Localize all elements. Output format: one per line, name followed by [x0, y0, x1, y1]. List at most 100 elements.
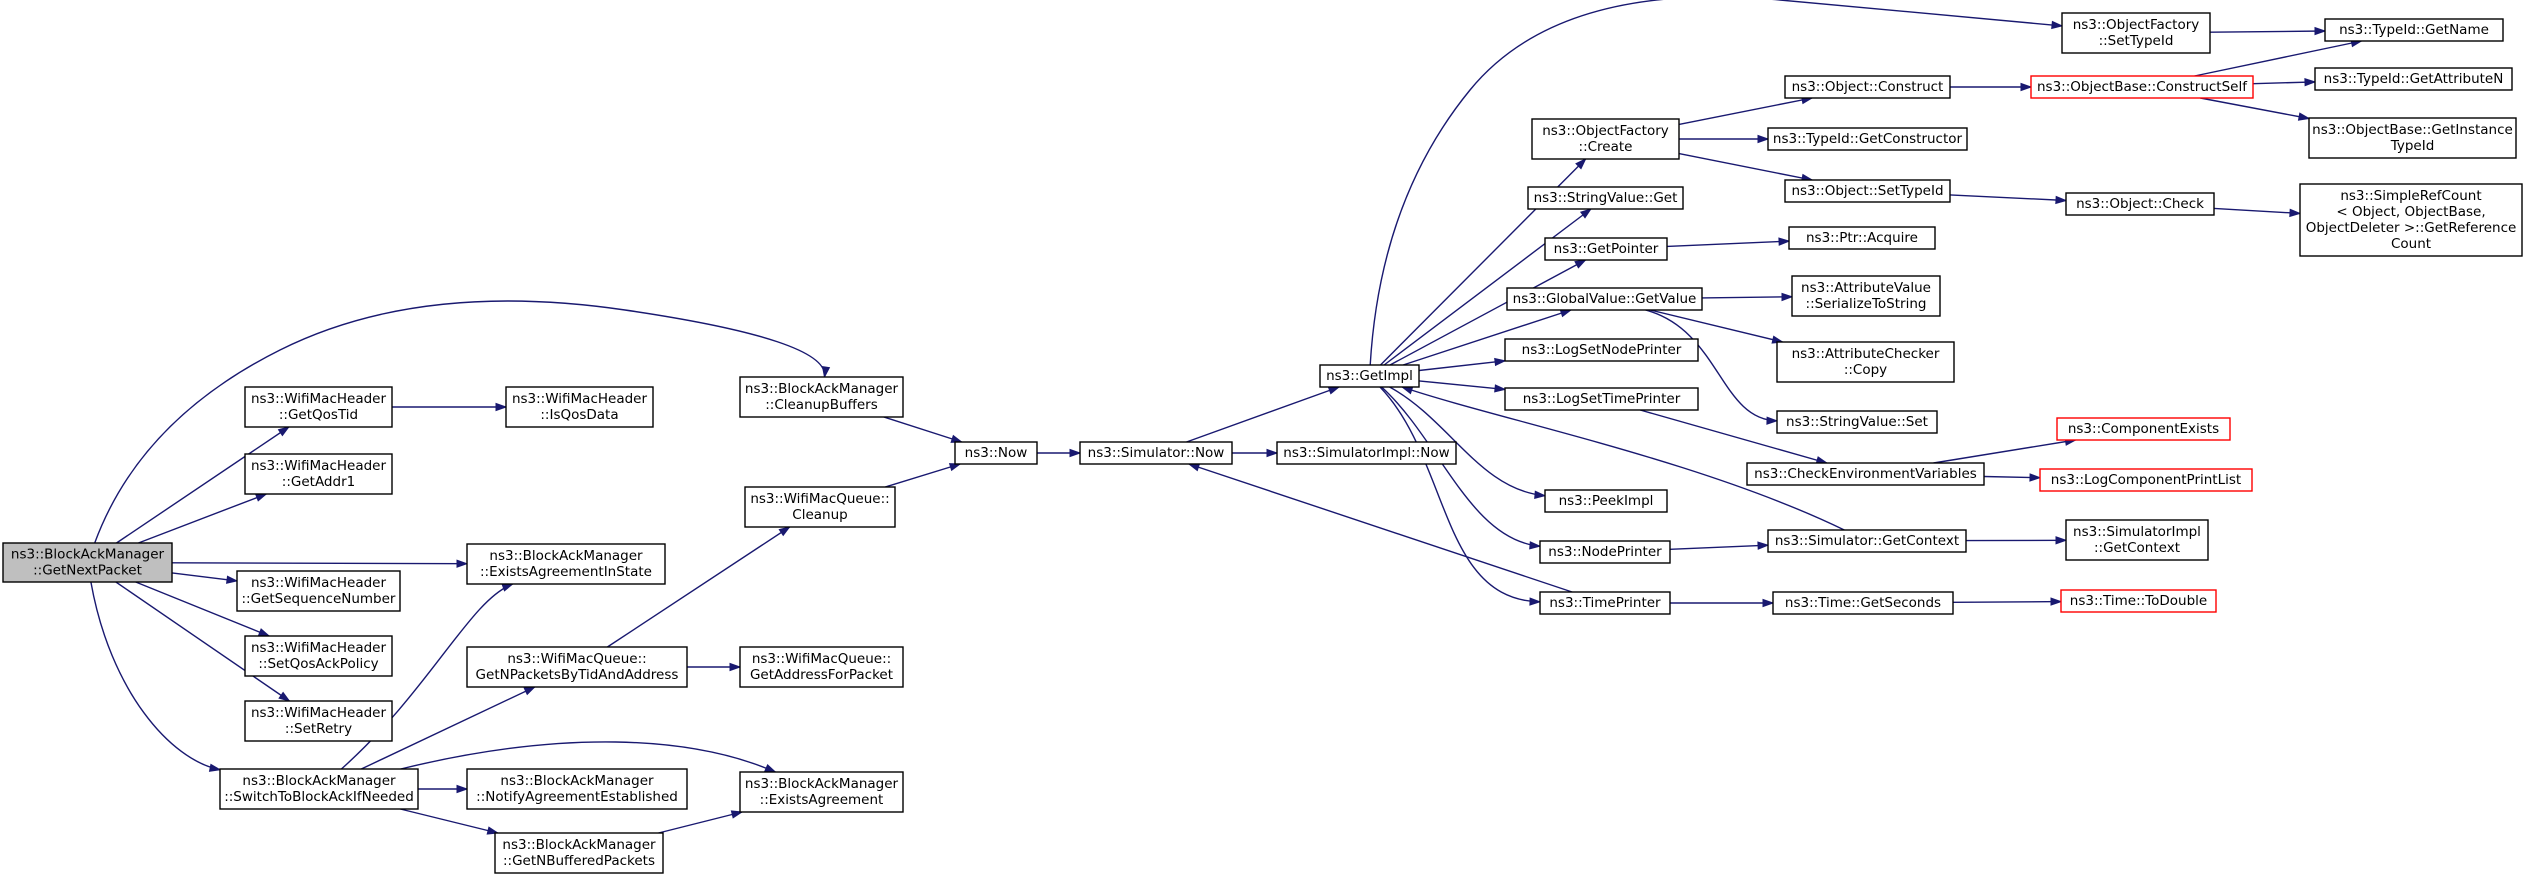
- node-checkercopy[interactable]: ns3::AttributeChecker::Copy: [1776, 341, 1955, 383]
- edge-arrowhead: [1781, 292, 1794, 302]
- node-typeidgetname[interactable]: ns3::TypeId::GetName: [2324, 18, 2504, 42]
- node-box: [954, 441, 1038, 465]
- edge-cleanupbuffers-to-now: [883, 416, 964, 443]
- node-peekimpl[interactable]: ns3::PeekImpl: [1544, 489, 1668, 513]
- edge-line: [1649, 309, 1783, 343]
- edge-line: [1188, 463, 1573, 593]
- edge-line: [658, 811, 743, 834]
- node-label: ::SetRetry: [285, 721, 352, 737]
- node-cleanupbuffers[interactable]: ns3::BlockAckManager::CleanupBuffers: [739, 376, 904, 418]
- node-simimplgetcontext[interactable]: ns3::SimulatorImpl::GetContext: [2065, 519, 2209, 561]
- node-objectsettypeid[interactable]: ns3::Object::SetTypeId: [1784, 179, 1951, 203]
- node-label: ns3::WifiMacHeader: [512, 391, 648, 407]
- edge-line: [883, 416, 962, 443]
- edge-line: [171, 572, 238, 582]
- edge-arrowhead: [1574, 259, 1587, 269]
- node-label: ns3::TypeId::GetName: [2339, 22, 2489, 38]
- edge-line: [1640, 409, 1827, 464]
- edge-arrowhead: [2055, 195, 2068, 205]
- edge-getimpl-to-timeprinter: [1379, 386, 1542, 606]
- node-queuecleanup[interactable]: ns3::WifiMacQueue::Cleanup: [744, 486, 896, 528]
- node-setretry[interactable]: ns3::WifiMacHeader::SetRetry: [244, 700, 393, 742]
- node-stringvalueset[interactable]: ns3::StringValue::Set: [1776, 410, 1938, 434]
- node-factorycreate[interactable]: ns3::ObjectFactory::Create: [1531, 118, 1680, 160]
- node-getaddr1[interactable]: ns3::WifiMacHeader::GetAddr1: [244, 453, 393, 495]
- node-logtimeprinter[interactable]: ns3::LogSetTimePrinter: [1504, 387, 1699, 411]
- node-simnow[interactable]: ns3::Simulator::Now: [1079, 441, 1233, 465]
- edge-simnow-to-getimpl: [1186, 386, 1341, 443]
- node-simimplnow[interactable]: ns3::SimulatorImpl::Now: [1276, 441, 1457, 465]
- node-isqosdata[interactable]: ns3::WifiMacHeader::IsQosData: [505, 386, 654, 428]
- node-objectcheck[interactable]: ns3::Object::Check: [2065, 192, 2215, 216]
- node-label: ns3::Time::GetSeconds: [1785, 595, 1941, 611]
- node-box: [1506, 287, 1703, 311]
- node-now[interactable]: ns3::Now: [954, 441, 1038, 465]
- edge-getnextpacket-to-getsequencenumber: [171, 572, 239, 584]
- node-box: [2060, 589, 2217, 613]
- node-timegetseconds[interactable]: ns3::Time::GetSeconds: [1772, 591, 1954, 615]
- edge-arrowhead: [729, 662, 742, 672]
- edge-timegetseconds-to-timetodouble: [1952, 597, 2063, 606]
- node-nodeprinter[interactable]: ns3::NodePrinter: [1539, 540, 1671, 564]
- node-label: ns3::Object::Construct: [1792, 79, 1944, 95]
- node-box: [236, 570, 401, 612]
- node-label: ::ExistsAgreement: [760, 792, 884, 808]
- node-label: ns3::BlockAckManager: [11, 547, 165, 563]
- node-globalvalueget[interactable]: ns3::GlobalValue::GetValue: [1506, 287, 1703, 311]
- node-existsagreementinstate[interactable]: ns3::BlockAckManager::ExistsAgreementInS…: [466, 543, 666, 585]
- node-simplerefcount[interactable]: ns3::SimpleRefCount< Object, ObjectBase,…: [2299, 183, 2523, 257]
- node-serializetostring[interactable]: ns3::AttributeValue::SerializeToString: [1791, 275, 1941, 317]
- call-edges: [90, 0, 2363, 835]
- node-componentexists[interactable]: ns3::ComponentExists: [2056, 417, 2231, 441]
- node-ptracquire[interactable]: ns3::Ptr::Acquire: [1788, 226, 1936, 250]
- node-box: [2299, 183, 2523, 257]
- edge-arrowhead: [2029, 473, 2042, 482]
- node-simgetcontext[interactable]: ns3::Simulator::GetContext: [1767, 529, 1967, 553]
- node-getaddressforpacket[interactable]: ns3::WifiMacQueue::GetAddressForPacket: [739, 646, 904, 688]
- node-getnpackets[interactable]: ns3::WifiMacQueue::GetNPacketsByTidAndAd…: [466, 646, 688, 688]
- node-getconstructor[interactable]: ns3::TypeId::GetConstructor: [1767, 127, 1968, 151]
- node-checkenv[interactable]: ns3::CheckEnvironmentVariables: [1746, 462, 1985, 486]
- node-timeprinter[interactable]: ns3::TimePrinter: [1539, 591, 1671, 615]
- node-getqostid[interactable]: ns3::WifiMacHeader::GetQosTid: [244, 386, 393, 428]
- node-logcomponentprintlist[interactable]: ns3::LogComponentPrintList: [2039, 468, 2253, 492]
- node-lognodeprinter[interactable]: ns3::LogSetNodePrinter: [1504, 338, 1699, 362]
- edge-getimpl-to-getpointer: [1389, 259, 1587, 366]
- node-getsequencenumber[interactable]: ns3::WifiMacHeader::GetSequenceNumber: [236, 570, 401, 612]
- node-box: [1319, 364, 1420, 388]
- node-timetodouble[interactable]: ns3::Time::ToDouble: [2060, 589, 2217, 613]
- node-box: [494, 832, 664, 874]
- node-getpointer[interactable]: ns3::GetPointer: [1544, 237, 1668, 261]
- edge-getimpl-to-stringvalueget: [1383, 208, 1593, 366]
- node-box: [1784, 179, 1951, 203]
- node-objectconstruct[interactable]: ns3::Object::Construct: [1784, 75, 1951, 99]
- node-box: [1772, 591, 1954, 615]
- node-factorysettypeid[interactable]: ns3::ObjectFactory::SetTypeId: [2061, 12, 2211, 54]
- edge-checkenv-to-logcomponentprintlist: [1983, 473, 2042, 482]
- node-setqosackpolicy[interactable]: ns3::WifiMacHeader::SetQosAckPolicy: [244, 635, 393, 677]
- edge-arrowhead: [501, 583, 515, 592]
- node-label: ::Create: [1579, 139, 1633, 155]
- node-label: GetAddressForPacket: [750, 667, 893, 683]
- edge-arrowhead: [1494, 357, 1507, 367]
- node-getnbuffered[interactable]: ns3::BlockAckManager::GetNBufferedPacket…: [494, 832, 664, 874]
- edge-switchtoblockack-to-notifyagreement: [418, 784, 469, 794]
- node-getattributen[interactable]: ns3::TypeId::GetAttributeN: [2314, 67, 2513, 91]
- node-switchtoblockack[interactable]: ns3::BlockAckManager::SwitchToBlockAckIf…: [219, 768, 419, 810]
- edge-factorycreate-to-objectsettypeid: [1678, 152, 1814, 183]
- node-getimpl[interactable]: ns3::GetImpl: [1319, 364, 1420, 388]
- edge-arrowhead: [1187, 463, 1201, 472]
- node-getnextpacket[interactable]: ns3::BlockAckManager::GetNextPacket: [2, 542, 173, 583]
- edge-globalvalueget-to-checkercopy: [1649, 309, 1785, 344]
- edge-line: [1401, 386, 1845, 531]
- node-constructself[interactable]: ns3::ObjectBase::ConstructSelf: [2030, 75, 2254, 99]
- node-label: ::SetTypeId: [2099, 33, 2174, 49]
- node-label: ns3::WifiMacHeader: [251, 391, 387, 407]
- node-stringvalueget[interactable]: ns3::StringValue::Get: [1527, 186, 1684, 210]
- edge-arrowhead: [523, 686, 537, 696]
- node-notifyagreement[interactable]: ns3::BlockAckManager::NotifyAgreementEst…: [466, 768, 688, 810]
- node-box: [1791, 275, 1941, 317]
- edge-arrowhead: [2297, 112, 2311, 121]
- node-existsagreement[interactable]: ns3::BlockAckManager::ExistsAgreement: [739, 771, 904, 813]
